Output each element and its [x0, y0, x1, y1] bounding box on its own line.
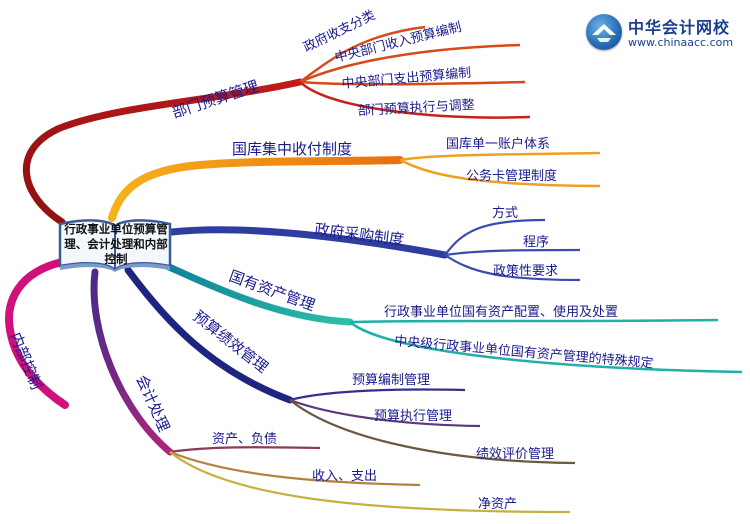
- connector-performance-2: [289, 398, 481, 428]
- site-logo[interactable]: 中华会计网校 www.chinaacc.com: [586, 12, 736, 56]
- branch-line-performance: [124, 266, 294, 404]
- branch-line-treasury: [108, 156, 404, 222]
- logo-name: 中华会计网校: [628, 18, 731, 37]
- branch-performance: [124, 266, 576, 465]
- logo-url: www.chinaacc.com: [628, 36, 734, 49]
- branch-procurement: [168, 218, 581, 282]
- connector-treasury-1: [399, 151, 601, 162]
- label-dept-budget: 部门预算管理: [170, 77, 261, 122]
- connector-dept-budget-1: [299, 25, 426, 84]
- label-dept-budget-child-4: 部门预算执行与调整: [357, 98, 475, 119]
- connector-accounting-1: [169, 446, 321, 454]
- label-performance: 预算绩效管理: [190, 307, 272, 377]
- label-performance-child-1: 预算编制管理: [352, 373, 430, 388]
- center-book-icon: [58, 219, 172, 272]
- label-procurement-child-3: 政策性要求: [493, 263, 558, 279]
- label-state-assets-child-2: 中央级行政事业单位国有资产管理的特殊规定: [394, 333, 654, 372]
- branch-line-state-assets: [154, 258, 354, 326]
- label-performance-child-2: 预算执行管理: [374, 409, 452, 424]
- branch-line-dept-budget: [22, 78, 304, 226]
- center-node-text: 行政事业单位预算管理、会计处理和内部控制: [64, 222, 168, 266]
- connector-state-assets-2: [349, 321, 743, 374]
- label-treasury: 国库集中收付制度: [232, 140, 352, 158]
- label-dept-budget-child-3: 中央部门支出预算编制: [341, 66, 472, 92]
- connector-procurement-3: [444, 254, 581, 282]
- label-treasury-child-2: 公务卡管理制度: [466, 168, 557, 184]
- connector-accounting-2: [169, 450, 421, 487]
- label-treasury-child-1: 国库单一账户体系: [446, 136, 550, 152]
- label-accounting: 会计处理: [132, 372, 173, 434]
- connector-dept-budget-4: [299, 81, 531, 119]
- branch-state-assets: [154, 258, 743, 374]
- label-accounting-child-2: 收入、支出: [312, 469, 377, 484]
- branch-internal-control: [5, 258, 69, 409]
- connector-dept-budget-2: [299, 43, 521, 84]
- connector-procurement-2: [444, 248, 581, 257]
- label-state-assets-child-1: 行政事业单位国有资产配置、使用及处置: [384, 304, 618, 320]
- branch-treasury: [108, 151, 601, 222]
- label-internal-control: 内部控制: [6, 330, 45, 392]
- label-procurement: 政府采购制度: [314, 220, 406, 249]
- label-procurement-child-1: 方式: [492, 205, 518, 221]
- connector-treasury-2: [399, 158, 601, 188]
- branch-line-internal-control: [5, 258, 69, 409]
- connector-performance-1: [289, 388, 466, 402]
- connector-state-assets-1: [349, 318, 719, 324]
- connector-dept-budget-3: [299, 80, 526, 86]
- connector-procurement-1: [444, 218, 546, 256]
- connector-accounting-3: [169, 451, 571, 514]
- label-performance-child-3: 绩效评价管理: [476, 447, 554, 462]
- branch-dept-budget: [22, 25, 531, 226]
- graduation-cap-icon: [586, 14, 622, 50]
- branch-line-accounting: [90, 268, 174, 456]
- branch-line-procurement: [168, 226, 449, 259]
- label-accounting-child-3: 净资产: [478, 497, 517, 512]
- branch-accounting: [90, 268, 571, 514]
- connector-performance-3: [289, 399, 576, 465]
- label-procurement-child-2: 程序: [523, 235, 549, 250]
- label-accounting-child-1: 资产、负债: [212, 432, 277, 447]
